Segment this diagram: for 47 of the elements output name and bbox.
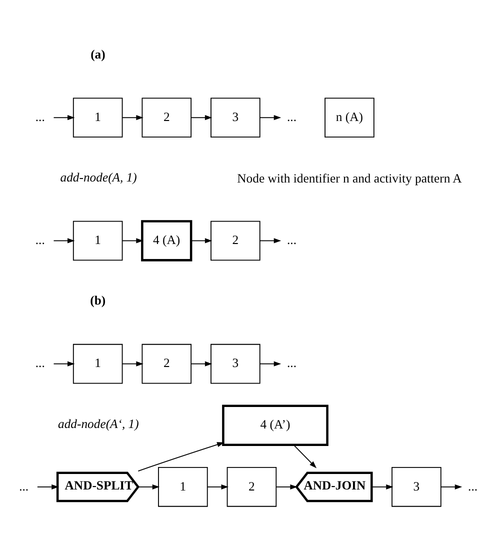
arrow (138, 442, 224, 472)
arrow (122, 114, 144, 120)
arrow (53, 238, 75, 243)
arrow (53, 360, 75, 366)
node-box: 2 (142, 343, 192, 384)
node-text: ... (468, 478, 478, 493)
node-box: 4 (A’) (222, 404, 328, 446)
label: (b) (90, 293, 106, 308)
arrow (440, 484, 462, 489)
node-box: 3 (210, 343, 260, 384)
arrow (259, 360, 282, 366)
arrow (190, 238, 212, 243)
node-box: 3 (210, 97, 260, 138)
node-text: ... (35, 109, 45, 124)
node-box: 1 (72, 220, 123, 260)
node-text: ... (35, 232, 45, 247)
label: add-node(A‘, 1) (58, 416, 139, 430)
node-label: Node with identifier n and activity pattern A (237, 171, 462, 186)
node-box: 1 (72, 343, 123, 384)
arrow (206, 484, 228, 489)
node-text: ... (19, 478, 29, 493)
arrow (293, 444, 317, 468)
node-box: 1 (72, 97, 123, 138)
arrow (138, 484, 160, 489)
arrow (53, 114, 75, 120)
arrow (190, 360, 212, 366)
arrow (259, 238, 282, 243)
arrow (122, 360, 144, 366)
node-text: ... (287, 232, 297, 247)
node-box: 1 (158, 466, 208, 506)
node-box: n (A) (324, 97, 374, 138)
node-box: 3 (392, 466, 442, 506)
label: (a) (90, 47, 106, 62)
arrow (276, 484, 298, 489)
node-box: 2 (142, 97, 192, 138)
arrow (122, 238, 144, 243)
node-box: 4 (A) (141, 220, 192, 261)
arrow (36, 484, 59, 489)
label: add-node(A, 1) (60, 170, 137, 184)
arrow (190, 114, 212, 120)
node-box: 2 (226, 466, 277, 506)
arrow (371, 484, 394, 489)
arrow (259, 114, 282, 120)
node-text: ... (287, 109, 297, 124)
node-text: ... (35, 356, 45, 370)
node-text: ... (287, 356, 297, 370)
node-box: 2 (210, 220, 260, 260)
